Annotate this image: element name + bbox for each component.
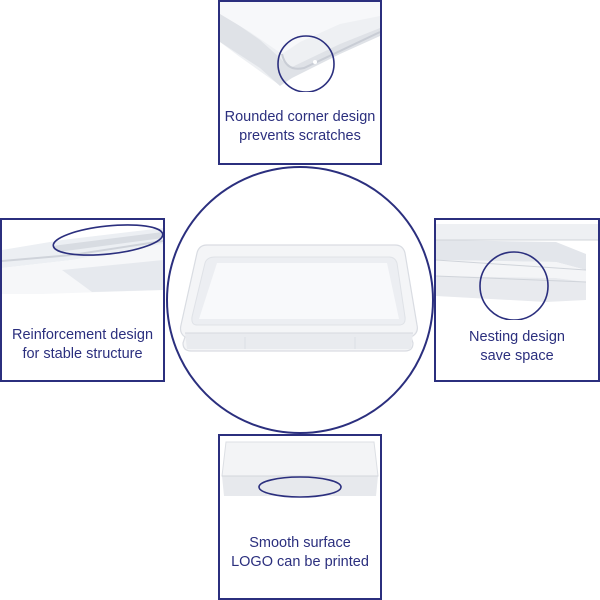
highlight-circle-icon	[479, 251, 549, 320]
caption-line-2: for stable structure	[22, 346, 143, 362]
caption-line-1: Smooth surface	[249, 535, 351, 551]
feature-panel-reinforcement: Reinforcement design for stable structur…	[0, 218, 165, 382]
caption-line-1: Reinforcement design	[11, 327, 154, 343]
highlight-circle-icon	[277, 35, 335, 92]
caption-line-1: Rounded corner design	[224, 109, 376, 125]
product-hero	[165, 165, 435, 435]
caption-line-2: LOGO can be printed	[231, 554, 369, 570]
stacked-trays-closeup-image	[436, 220, 598, 310]
feature-caption-nesting: Nesting design save space	[436, 328, 598, 366]
tray-side-closeup-image	[220, 436, 380, 506]
feature-caption-smooth-surface: Smooth surface LOGO can be printed	[220, 534, 380, 572]
feature-panel-rounded-corner: Rounded corner design prevents scratches	[218, 0, 382, 165]
highlight-ellipse-icon	[52, 224, 163, 256]
feature-panel-smooth-surface: Smooth surface LOGO can be printed	[218, 434, 382, 600]
caption-line-2: prevents scratches	[239, 128, 361, 144]
highlight-ellipse-icon	[258, 476, 342, 498]
tray-corner-closeup-image	[220, 2, 380, 92]
feature-caption-reinforcement: Reinforcement design for stable structur…	[2, 326, 163, 364]
feature-caption-rounded-corner: Rounded corner design prevents scratches	[220, 108, 380, 146]
tray-product-image	[166, 166, 434, 434]
caption-line-2: save space	[480, 348, 554, 364]
tray-rim-closeup-image	[2, 220, 163, 300]
feature-panel-nesting: Nesting design save space	[434, 218, 600, 382]
caption-line-1: Nesting design	[469, 329, 565, 345]
